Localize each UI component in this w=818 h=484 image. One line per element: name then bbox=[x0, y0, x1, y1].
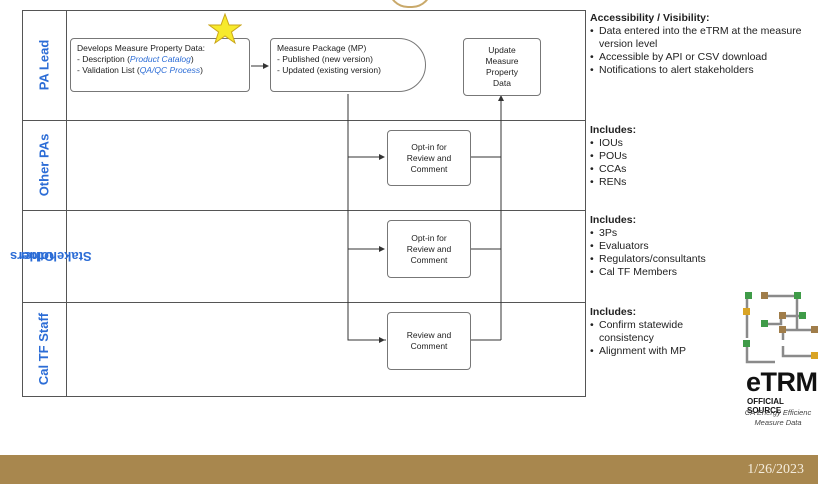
review-and-comment-box: Review and Comment bbox=[387, 312, 471, 370]
lane-divider bbox=[22, 120, 585, 121]
optin-review-box-other-pas: Opt-in for Review and Comment bbox=[387, 130, 471, 186]
footer-date: 1/26/2023 bbox=[747, 462, 804, 477]
mp-trunk-line bbox=[347, 94, 386, 341]
measure-package-box: Measure Package (MP) - Published (new ve… bbox=[270, 38, 426, 92]
star-icon bbox=[207, 12, 243, 45]
footer-bar: 1/26/2023 bbox=[0, 455, 818, 484]
note-other-pas: Includes: IOUs POUs CCAs RENs bbox=[590, 124, 810, 189]
note-other-stakeholders: Includes: 3Ps Evaluators Regulators/cons… bbox=[590, 214, 810, 279]
etrm-logo-name: eTRM bbox=[746, 367, 818, 397]
swimlane-frame bbox=[22, 10, 586, 397]
lane-label-column-divider bbox=[66, 10, 67, 396]
develops-measure-property-data-box: Develops Measure Property Data: - Descri… bbox=[70, 38, 250, 92]
etrm-logo-subtitle: CA Energy Efficienc Measure Data bbox=[744, 408, 812, 427]
etrm-logo-graphic bbox=[735, 286, 818, 368]
etrm-logo-tagline: OFFICIAL SOURCE bbox=[747, 397, 784, 415]
note-pa-lead: Accessibility / Visibility: Data entered… bbox=[590, 12, 808, 77]
update-measure-property-data-box: Update Measure Property Data bbox=[463, 38, 541, 96]
note-cal-tf-staff: Includes: Confirm statewide consistency … bbox=[590, 306, 730, 358]
lane-divider bbox=[22, 302, 585, 303]
optin-review-box-other-stakeholders: Opt-in for Review and Comment bbox=[387, 220, 471, 278]
lane-divider bbox=[22, 210, 585, 211]
